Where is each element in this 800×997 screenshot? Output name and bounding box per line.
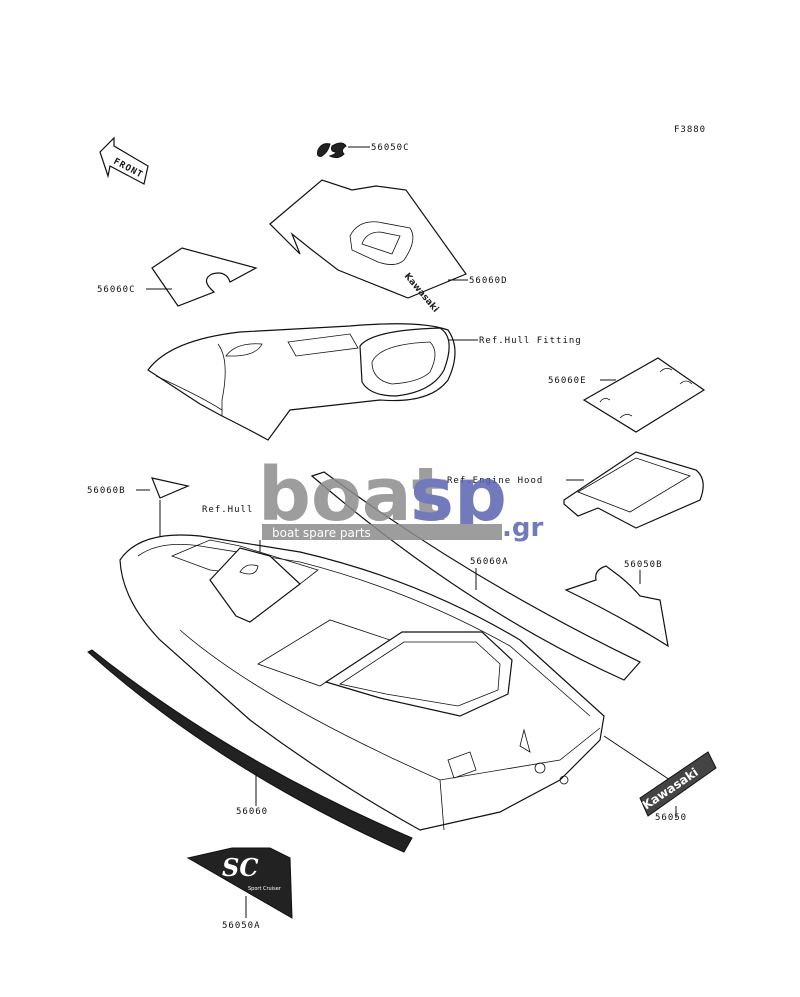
label-56060E: 56060E [548,376,587,386]
decal-56060C: 56060C [97,247,258,307]
ds-decal: 56050C [317,142,410,159]
figure-code: F3880 [674,125,706,135]
decal-56050B: 56050B [564,560,669,648]
sc-sublabel: Sport Cruiser [248,886,282,892]
label-56060D: 56060D [469,276,508,286]
watermark-brand-left: boat [258,452,447,538]
sc-logo: SC [222,853,258,882]
label-56050: 56050 [655,813,687,823]
engine-hood: Ref.Engine Hood [447,451,704,529]
label-56060: 56060 [236,807,268,817]
label-56050C: 56050C [371,143,410,153]
decal-56060D: Kawasaki 56060D [269,179,508,315]
label-ref-hull: Ref.Hull [202,505,253,515]
label-56050B: 56050B [624,560,663,570]
label-56050A: 56050A [222,921,261,931]
label-ref-hull-fitting: Ref.Hull Fitting [479,336,582,346]
watermark: boat sp .gr boat spare parts [258,452,543,543]
kawasaki-logo: Kawasaki [640,765,701,812]
label-56060A: 56060A [470,557,509,567]
watermark-tagline: boat spare parts [272,526,371,540]
watermark-suffix: .gr [502,513,543,543]
sc-decal: SC Sport Cruiser 56050A [186,847,293,931]
label-56060B: 56060B [87,486,126,496]
watermark-brand-right: sp [410,452,507,538]
hull: Ref.Hull [119,505,605,831]
decal-56060E: 56060E [548,357,706,433]
label-56060C: 56060C [97,285,136,295]
kawasaki-decal: Kawasaki 56050 [603,735,717,823]
stripe-56060: 56060 [87,649,413,853]
seat-hull-fitting: Ref.Hull Fitting [147,323,582,441]
label-ref-engine-hood: Ref.Engine Hood [447,476,543,486]
front-arrow-icon: FRONT [99,136,149,185]
